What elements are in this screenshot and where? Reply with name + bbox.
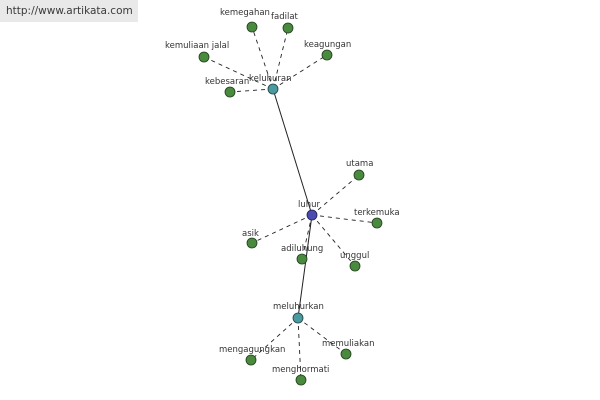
node-terkemuka[interactable] [371, 217, 383, 229]
node-keluhuran[interactable] [267, 83, 279, 95]
edge-luhur-meluhurkan [297, 214, 313, 319]
edge-keluhuran-kebesaran [229, 88, 274, 93]
graph-edges [203, 26, 378, 381]
label-mengagungkan: mengagungkan [219, 345, 285, 355]
label-luhur: luhur [298, 200, 321, 210]
source-url-watermark: http://www.artikata.com [0, 0, 138, 22]
edge-luhur-unggul [311, 214, 356, 267]
label-meluhurkan: meluhurkan [273, 302, 324, 312]
edge-keluhuran-fadilat [272, 27, 289, 90]
label-terkemuka: terkemuka [354, 208, 400, 218]
node-kemuliaan-jalal[interactable] [198, 51, 210, 63]
label-kebesaran: kebesaran [205, 77, 249, 87]
node-adiluhung[interactable] [296, 253, 308, 265]
node-kebesaran[interactable] [224, 86, 236, 98]
label-menghormati: menghormati [272, 365, 329, 375]
node-luhur[interactable] [306, 209, 318, 221]
label-fadilat: fadilat [271, 12, 299, 22]
label-asik: asik [242, 229, 259, 239]
edge-luhur-utama [311, 174, 360, 216]
label-utama: utama [346, 159, 373, 169]
node-kemegahan[interactable] [246, 21, 258, 33]
node-menghormati[interactable] [295, 374, 307, 386]
node-asik[interactable] [246, 237, 258, 249]
edge-meluhurkan-mengagungkan [250, 317, 299, 361]
graph-nodes [198, 21, 383, 386]
label-adiluhung: adiluhung [281, 244, 323, 254]
edge-meluhurkan-menghormati [297, 317, 302, 381]
edge-luhur-asik [251, 214, 313, 244]
node-unggul[interactable] [349, 260, 361, 272]
edge-meluhurkan-memuliakan [297, 317, 347, 355]
edge-keluhuran-luhur [272, 88, 313, 216]
label-kemuliaan-jalal: kemuliaan jalal [165, 41, 229, 51]
label-keluhuran: keluhuran [249, 74, 291, 84]
edge-luhur-terkemuka [311, 214, 378, 224]
node-fadilat[interactable] [282, 22, 294, 34]
edge-keluhuran-keagungan [272, 54, 328, 90]
node-meluhurkan[interactable] [292, 312, 304, 324]
graph-labels: kemegahan fadilat kemuliaan jalal keagun… [165, 8, 400, 375]
label-unggul: unggul [340, 251, 369, 261]
node-memuliakan[interactable] [340, 348, 352, 360]
label-memuliakan: memuliakan [322, 339, 374, 349]
node-keagungan[interactable] [321, 49, 333, 61]
label-kemegahan: kemegahan [220, 8, 270, 18]
node-mengagungkan[interactable] [245, 354, 257, 366]
label-keagungan: keagungan [304, 40, 351, 50]
edge-keluhuran-kemegahan [251, 26, 274, 90]
node-utama[interactable] [353, 169, 365, 181]
